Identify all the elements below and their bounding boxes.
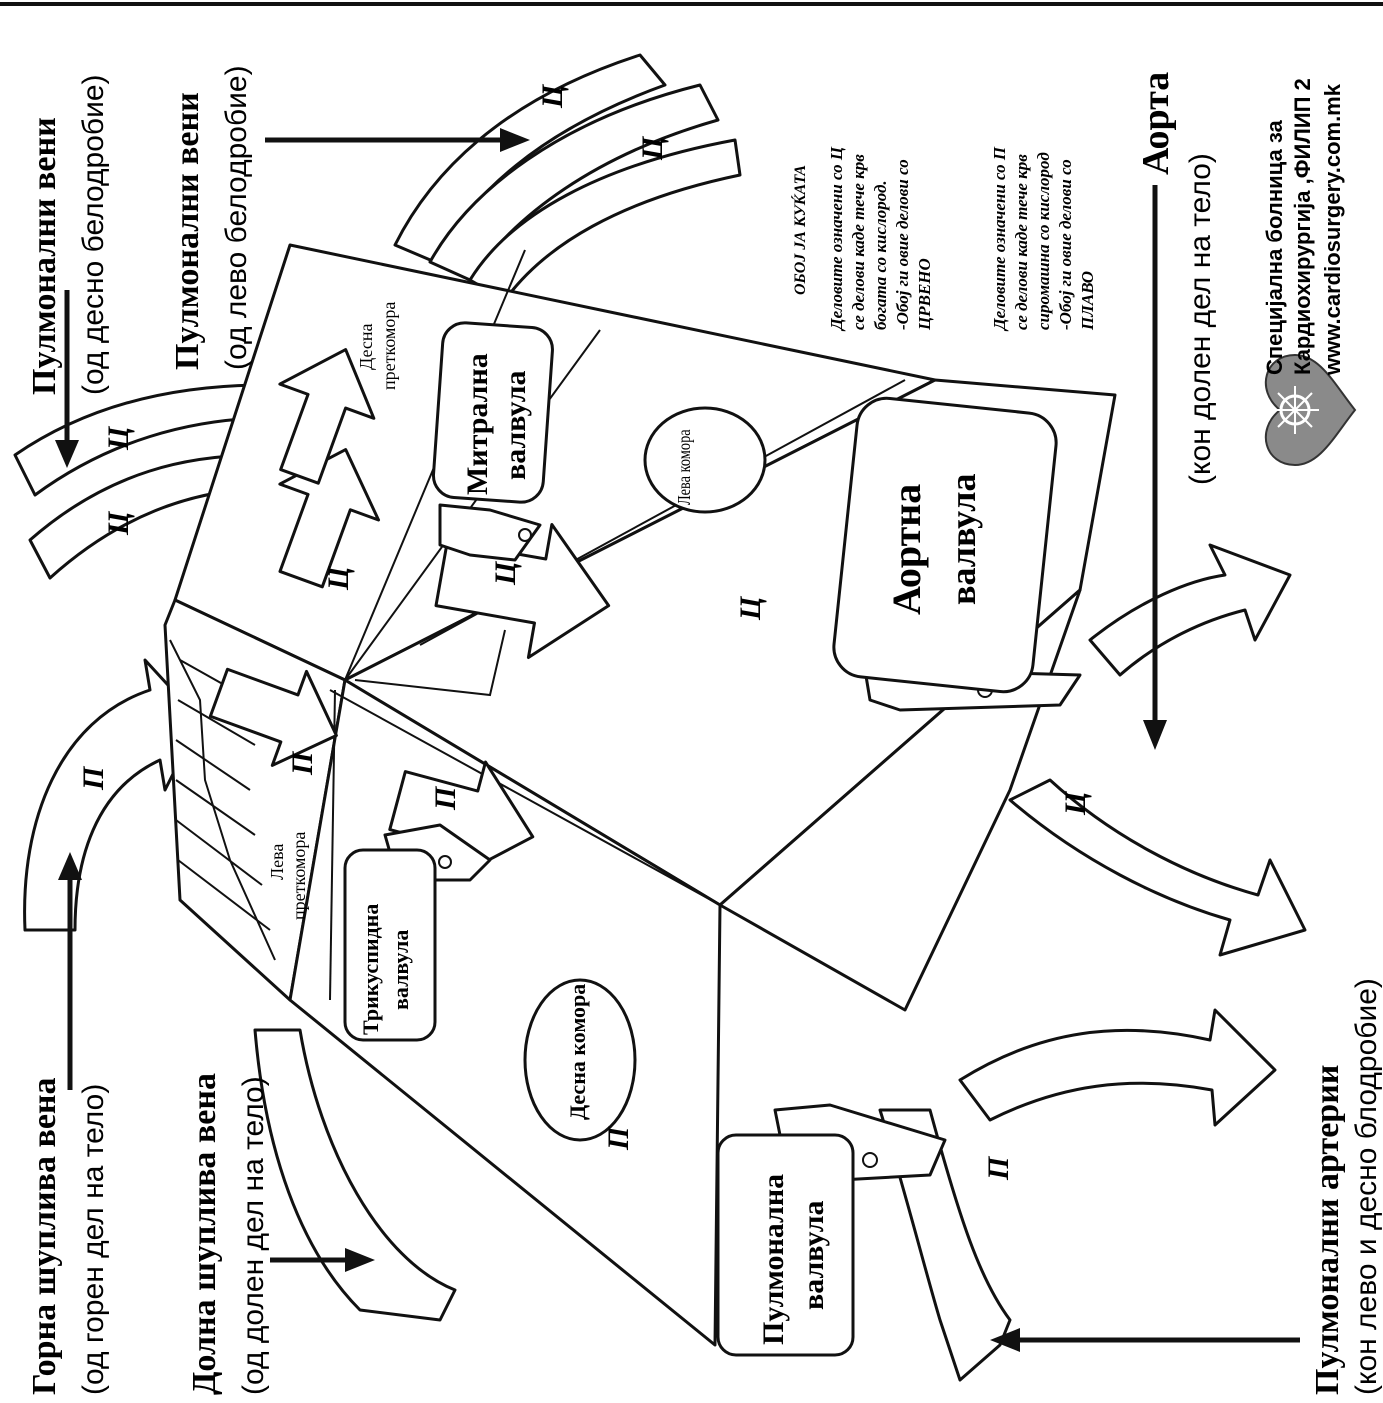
marker-red: Ц bbox=[322, 565, 355, 591]
vessel-labels: Горна шуплива вена (од горен дел на тело… bbox=[26, 65, 1383, 1395]
blue-instruction-4: -Обој ги овие делови со bbox=[1056, 159, 1075, 330]
inferior-vena-cava-band bbox=[253, 1028, 457, 1322]
red-instruction-3: богата со кислород. bbox=[871, 180, 890, 330]
marker-red: Ц bbox=[489, 560, 522, 586]
pa-title: Пулмонални артерии bbox=[1309, 1065, 1346, 1395]
pulmonary-artery-arrow-upper bbox=[958, 1008, 1277, 1127]
pulmonary-valve-box bbox=[716, 1133, 855, 1357]
pv-right-title: Пулмонални вени bbox=[26, 117, 63, 395]
red-instruction-1: Деловите означени со Ц bbox=[827, 146, 846, 332]
left-atrium-label-1: Лева bbox=[267, 844, 287, 880]
mitral-valve-label-2: валвула bbox=[499, 370, 532, 480]
left-atrium-label-2: преткомора bbox=[289, 832, 309, 920]
left-ventricle-oval bbox=[643, 406, 767, 514]
pv-left-title: Пулмонални вени bbox=[169, 92, 206, 370]
aortic-valve-box bbox=[832, 396, 1058, 694]
hospital-credits: Специјална болница за Кардиохирургија ,Ф… bbox=[1262, 78, 1345, 376]
svc-title: Горна шуплива вена bbox=[26, 1077, 63, 1395]
pv-right-subtitle: (од десно белодробие) bbox=[77, 74, 110, 395]
mitral-valve-box bbox=[431, 321, 554, 504]
aorta-arrow-lower bbox=[1008, 778, 1307, 957]
tricuspid-valve-label-2: валвула bbox=[388, 930, 413, 1010]
marker-red: Ц bbox=[102, 425, 135, 451]
tricuspid-valve-box bbox=[343, 848, 437, 1042]
blue-instruction-2: се делови каде тече крв bbox=[1012, 154, 1031, 330]
credits-line-2: Кардиохирургија ,ФИЛИП 2 bbox=[1290, 78, 1315, 375]
ivc-subtitle: (од долен дел на тело) bbox=[237, 1076, 270, 1395]
marker-blue: П bbox=[429, 785, 462, 811]
right-ventricle-oval bbox=[523, 978, 637, 1142]
aorta-subtitle: (кон долен дел на тело) bbox=[1184, 153, 1217, 485]
blue-instruction-5: ПЛАВО bbox=[1078, 271, 1097, 331]
marker-red: Ц bbox=[734, 595, 767, 621]
valve-labels: Митрална валвула Аортна валвула Трикуспи… bbox=[358, 353, 983, 1345]
aortic-valve-label-2: валвула bbox=[943, 474, 983, 605]
mitral-valve-label-1: Митрална bbox=[461, 353, 494, 495]
left-ventricle-label-1: Лева комора bbox=[673, 429, 694, 505]
aortic-valve-label-1: Аортна bbox=[884, 484, 929, 615]
blue-instruction-1: Деловите означени со П bbox=[990, 146, 1009, 332]
marker-blue: П bbox=[982, 1155, 1015, 1181]
credits-line-1: Специјална болница за bbox=[1262, 120, 1287, 375]
pulmonary-valve-label-2: валвула bbox=[797, 1200, 830, 1310]
pv-left-subtitle: (од лево белодробие) bbox=[220, 65, 253, 370]
red-instruction-4: -Обој ги овие делови со bbox=[893, 159, 912, 330]
aorta-arrow-upper bbox=[1088, 543, 1292, 677]
pa-subtitle: (кон лево и десно блодробие) bbox=[1350, 978, 1383, 1395]
pulmonary-artery-arrow-lower bbox=[878, 1108, 1012, 1382]
marker-blue: П bbox=[77, 765, 110, 791]
chamber-labels: Лева комора Десна комора Лева преткомора… bbox=[267, 302, 694, 1120]
marker-blue: П bbox=[602, 1125, 635, 1151]
marker-red: Ц bbox=[102, 510, 135, 536]
oxygen-markers: Ц Ц Ц Ц Ц Ц Ц Ц П П П П П bbox=[77, 83, 1092, 1181]
inner-flow-arrows bbox=[208, 348, 611, 880]
tricuspid-valve-label-1: Трикуспидна bbox=[358, 904, 383, 1035]
pulmonary-valve-label-1: Пулмонална bbox=[757, 1174, 790, 1345]
red-instruction-5: ЦРВЕНО bbox=[915, 258, 934, 331]
marker-red: Ц bbox=[1059, 790, 1092, 816]
right-atrium-label-2: преткомора bbox=[379, 302, 399, 390]
blue-instruction-3: сиромашна со кислород bbox=[1034, 152, 1053, 330]
ivc-title: Долна шуплива вена bbox=[186, 1073, 223, 1395]
right-atrium-label-1: Десна bbox=[356, 323, 376, 370]
marker-red: Ц bbox=[536, 83, 569, 109]
credits-line-3: www.cardiosurgery.com.mk bbox=[1320, 83, 1345, 376]
hospital-logo-icon bbox=[1264, 353, 1357, 467]
aorta-title: Аорта bbox=[1135, 72, 1177, 175]
pulmonary-veins-left-band bbox=[393, 53, 742, 302]
pointer-arrows bbox=[55, 128, 1300, 1352]
marker-red: Ц bbox=[636, 135, 669, 161]
red-instruction-2: се делови каде тече крв bbox=[849, 154, 868, 330]
coloring-instructions: ОБОЈ ЈА КУЌАТА Деловите означени со Ц се… bbox=[790, 146, 1097, 332]
marker-blue: П bbox=[286, 750, 319, 776]
right-ventricle-label: Десна комора bbox=[565, 984, 590, 1120]
svc-subtitle: (од горен дел на тело) bbox=[77, 1084, 110, 1395]
instructions-heading: ОБОЈ ЈА КУЌАТА bbox=[790, 165, 809, 295]
